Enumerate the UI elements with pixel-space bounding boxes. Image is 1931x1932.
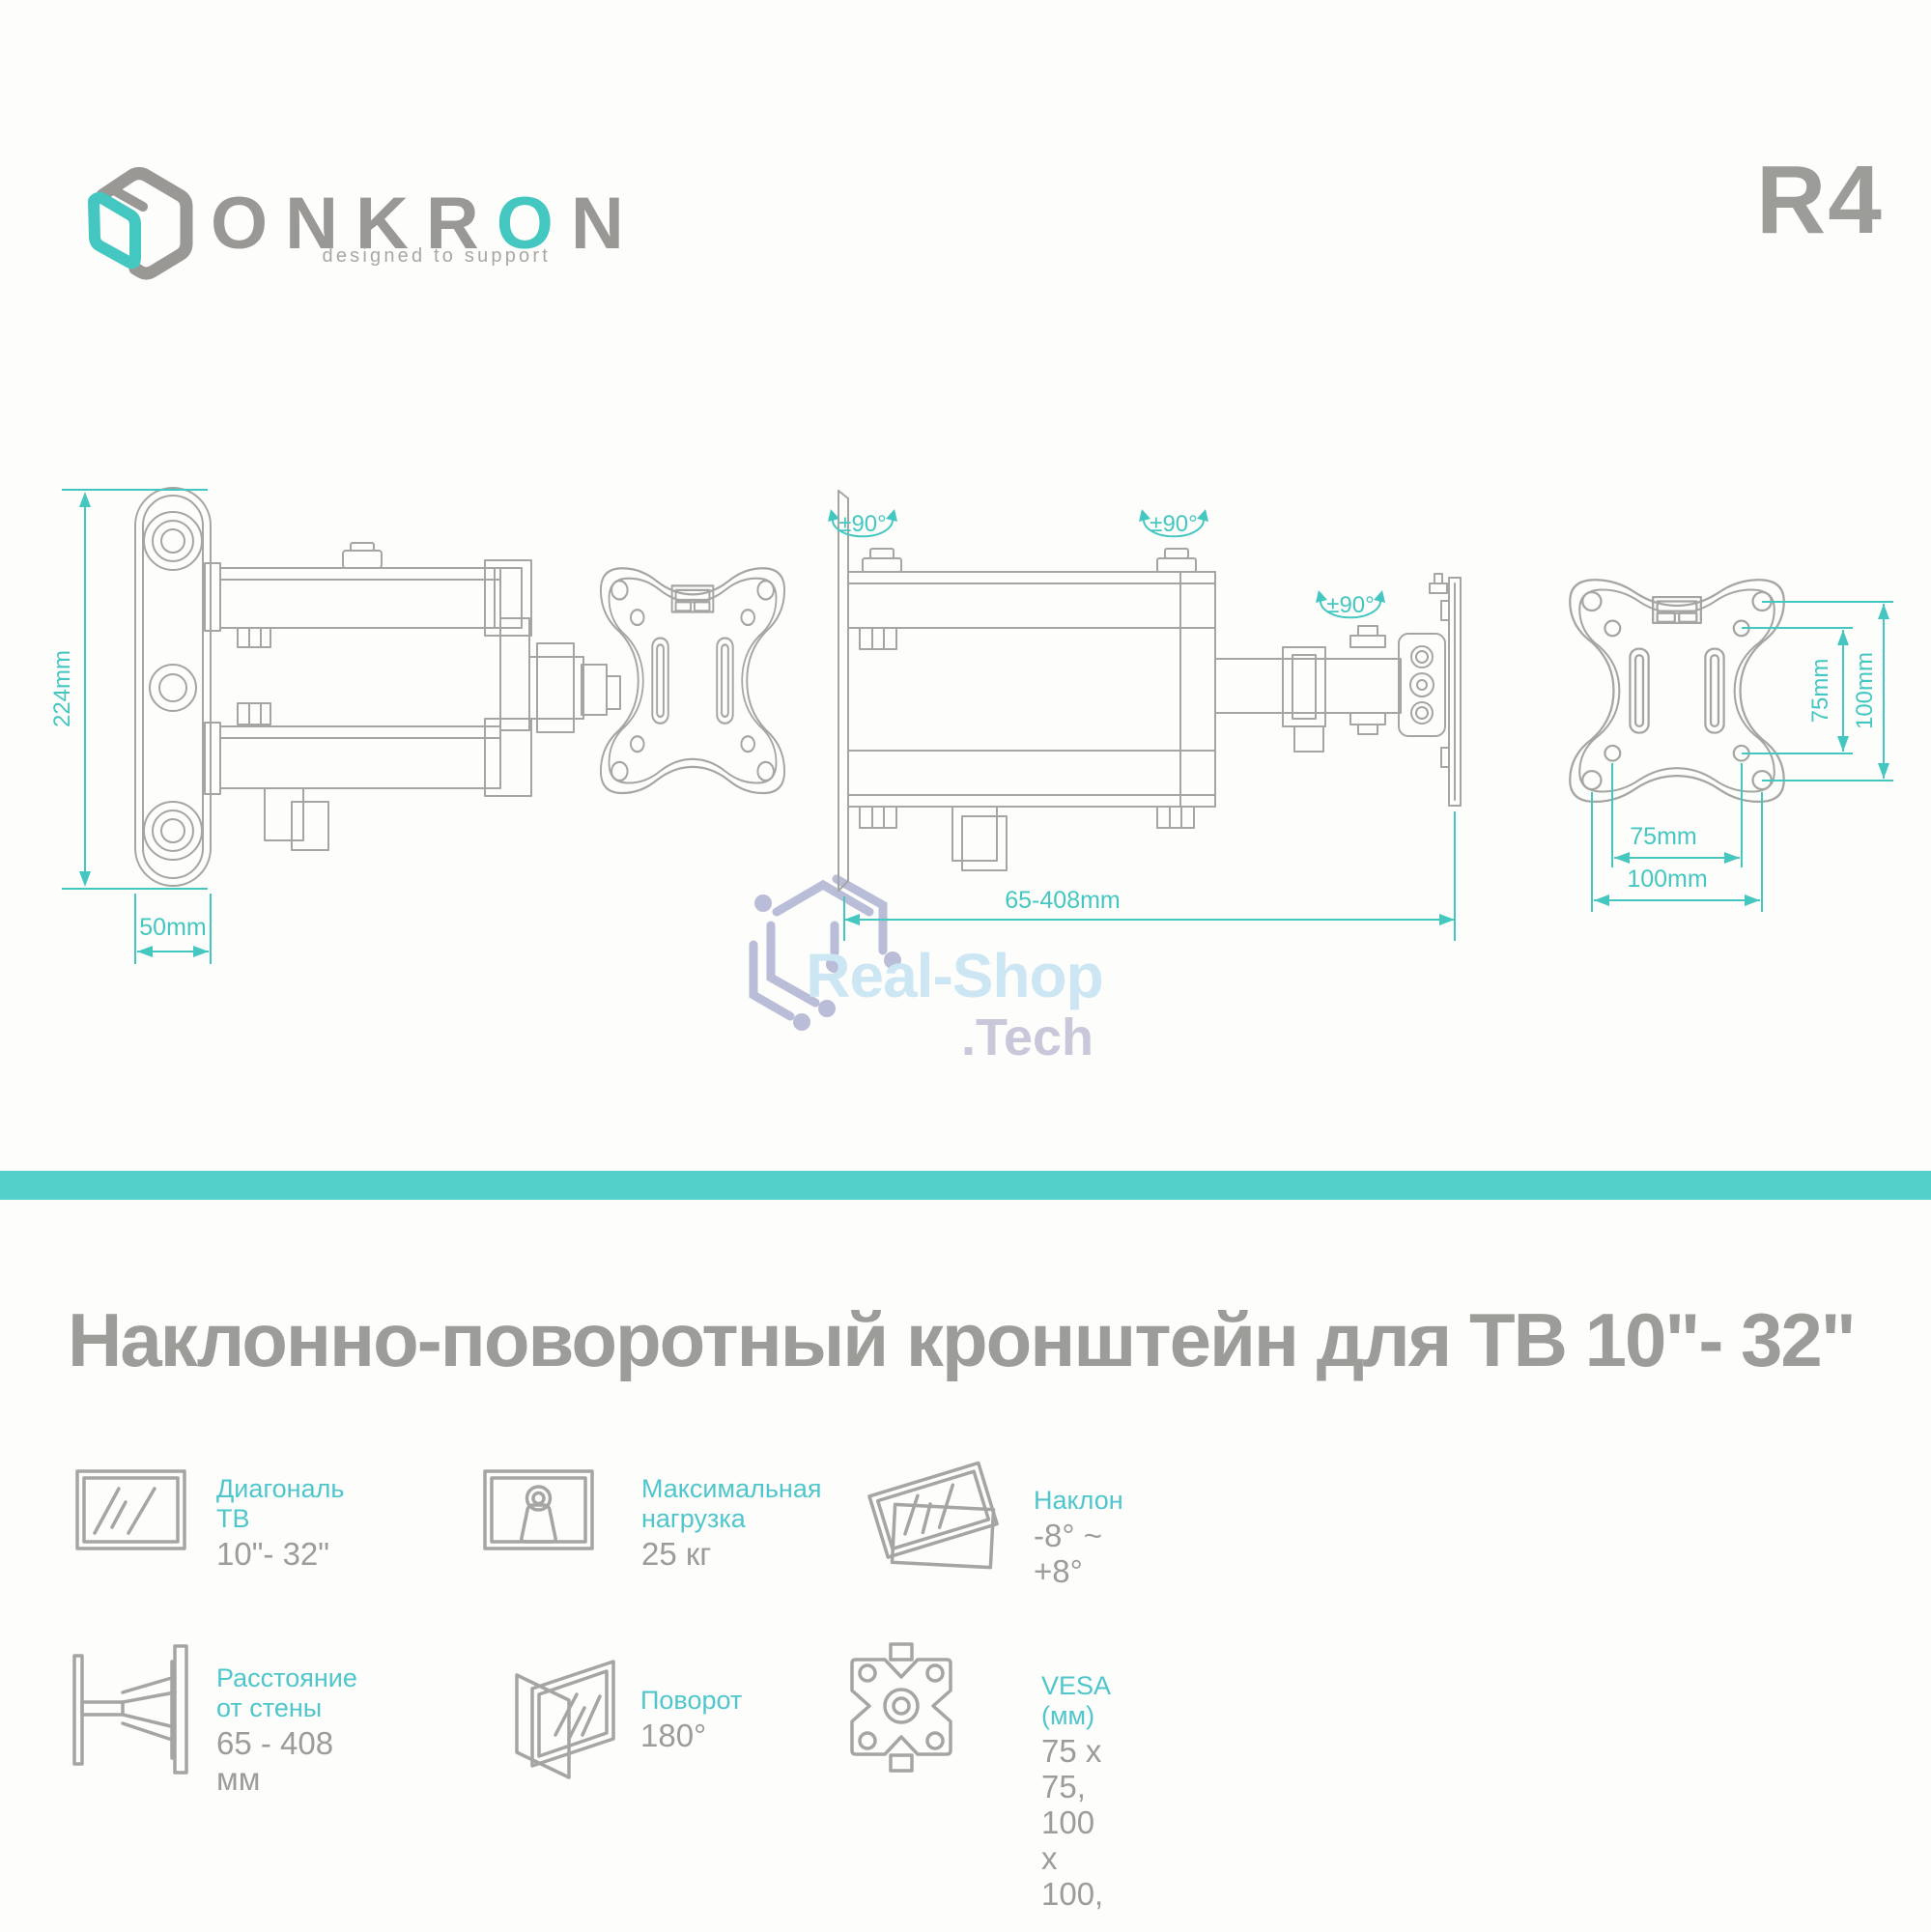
brand-part-teal: O (496, 183, 571, 265)
dimension-extension: 65-408mm (843, 811, 1456, 941)
brand-part-gray2: N (570, 183, 641, 265)
brand-part-gray: ONKR (211, 183, 497, 265)
feature-label: Расстояние от стены (216, 1663, 357, 1722)
feature-value: 75 x 75, 100 x 100, (1041, 1733, 1104, 1912)
dimension-vesa: 75mm 100mm 75mm 100mm (1591, 601, 1893, 912)
feature-label: Поворот (640, 1686, 743, 1715)
tilt-icon (867, 1461, 999, 1570)
max-load-icon (483, 1469, 594, 1550)
dim-vesa-100-vert: 100mm (1852, 652, 1878, 729)
feature-label: VESA (мм) (1041, 1671, 1110, 1730)
dim-vesa-75-horiz: 75mm (1630, 823, 1696, 850)
dim-224mm: 224mm (49, 650, 75, 727)
watermark-hex-logo (749, 874, 901, 1031)
feature-value: 65 - 408 мм (216, 1725, 334, 1797)
swivel-annotations: ±90° ±90° ±90° (827, 508, 1386, 619)
accent-divider-bar (0, 1171, 1931, 1200)
feature-label: Максимальная нагрузка (641, 1474, 822, 1533)
feature-value: 25 кг (641, 1536, 712, 1572)
dimension-height: 224mm (49, 489, 208, 890)
feature-label: Наклон (1034, 1486, 1123, 1515)
watermark: Real-Shop .Tech (749, 874, 1104, 1066)
dim-vesa-100-horiz: 100mm (1627, 866, 1707, 893)
swivel-label-3: ±90° (1326, 592, 1374, 618)
dimension-depth: 50mm (134, 894, 212, 964)
model-name: R4 (1756, 146, 1884, 254)
watermark-line2: .Tech (961, 1009, 1093, 1066)
feature-value: 180° (640, 1718, 707, 1753)
feature-label: Диагональ ТВ (216, 1474, 345, 1533)
wall-distance-icon (72, 1644, 188, 1775)
swivel-label-1: ±90° (838, 511, 886, 537)
tv-size-icon (75, 1469, 186, 1550)
feature-value: -8° ~ +8° (1034, 1518, 1102, 1589)
swivel-icon (515, 1660, 615, 1779)
technical-drawings: Real-Shop .Tech (49, 487, 1893, 1066)
drawing-top-view (838, 490, 1462, 892)
dim-50mm: 50mm (139, 914, 206, 941)
swivel-label-2: ±90° (1150, 511, 1197, 537)
dim-65-408mm: 65-408mm (1005, 887, 1121, 914)
onkron-logo-icon (88, 167, 193, 280)
vesa-icon (850, 1642, 952, 1773)
brand-tagline: designed to support (322, 245, 551, 267)
brand-name: ONKRON (211, 182, 641, 266)
drawing-side-view (134, 487, 784, 887)
watermark-line1: Real-Shop (806, 941, 1102, 1010)
feature-value: 10"- 32" (216, 1536, 329, 1572)
page-title: Наклонно-поворотный кронштейн для ТВ 10"… (68, 1297, 1857, 1382)
drawing-vesa-front (1570, 580, 1783, 802)
dim-vesa-75-vert: 75mm (1807, 659, 1833, 724)
